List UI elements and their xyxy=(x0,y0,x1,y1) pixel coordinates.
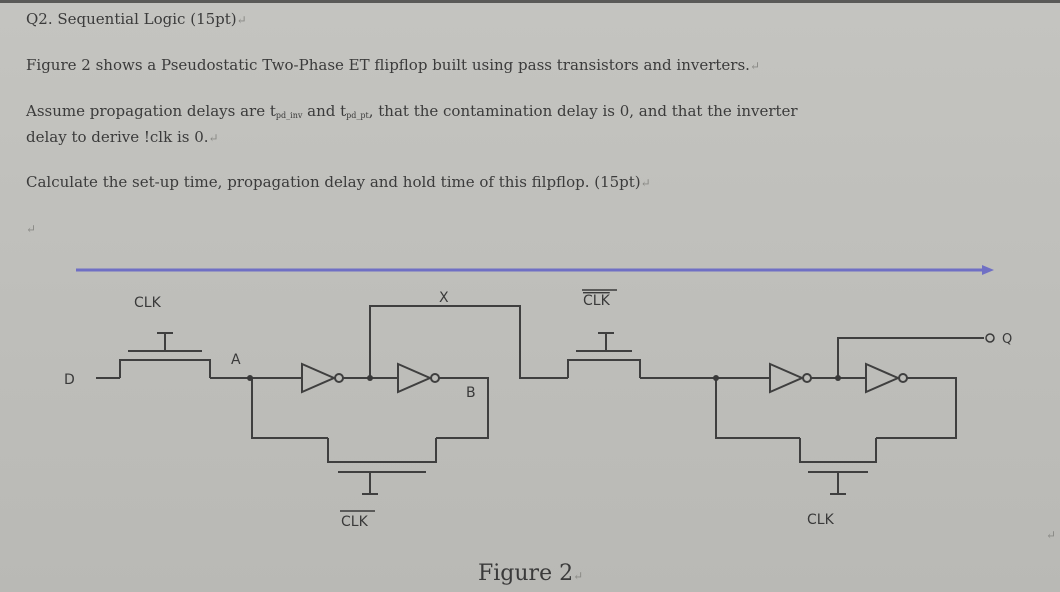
feedback-transistor-1-channel xyxy=(327,438,437,463)
question-line-1-text: Figure 2 shows a Pseudostatic Two-Phase … xyxy=(26,56,750,74)
label-d: D xyxy=(64,372,75,388)
question-line-3-text: delay to derive !clk is 0. xyxy=(26,128,209,146)
wire-feedback-to-stage-2 xyxy=(715,378,800,439)
divider-arrow-head xyxy=(982,265,994,275)
question-line-4-text: Calculate the set-up time, propagation d… xyxy=(26,173,641,191)
question-line-1: Figure 2 shows a Pseudostatic Two-Phase … xyxy=(26,55,760,76)
paragraph-mark: ↵ xyxy=(208,131,219,145)
paragraph-mark: ↵ xyxy=(573,569,584,583)
junction-stage-2 xyxy=(713,375,719,381)
inverter-2 xyxy=(397,362,433,394)
label-clk-bar-bottom-left: CLK xyxy=(341,514,369,530)
junction-q xyxy=(835,375,841,381)
label-clk-bottom-right: CLK xyxy=(807,512,835,528)
question-title-text: Q2. Sequential Logic (15pt) xyxy=(26,10,237,28)
pass-transistor-1-channel xyxy=(119,359,211,378)
wire-node-x xyxy=(369,305,568,379)
label-clk-top-left: CLK xyxy=(134,295,162,311)
wire-node-b-feedback xyxy=(436,377,489,439)
junction-node-a xyxy=(247,375,253,381)
label-a: A xyxy=(231,352,241,368)
paragraph-mark: ↵ xyxy=(640,176,651,190)
wire-feedback-to-a xyxy=(251,378,328,439)
inverter-4 xyxy=(865,362,901,394)
line-2-part-c: , that the contamination delay is 0, and… xyxy=(368,102,798,120)
q-terminal xyxy=(985,333,995,343)
question-line-2: Assume propagation delays are tpd_inv an… xyxy=(26,101,798,126)
flipflop-circuit-diagram: D A B X Q CLK CLK CLK CLK xyxy=(64,265,1012,530)
tpd-pt-subscript: pd_pt xyxy=(346,111,369,120)
label-q: Q xyxy=(1002,332,1012,347)
figure-caption: Figure 2↵ xyxy=(478,561,583,586)
pass-transistor-2-channel xyxy=(567,359,641,378)
junction-node-x xyxy=(367,375,373,381)
question-line-4: Calculate the set-up time, propagation d… xyxy=(26,172,651,193)
wire-q-output xyxy=(837,337,984,378)
label-clk-bar-top-right: CLK xyxy=(583,293,611,309)
tpd-inv-subscript: pd_inv xyxy=(275,111,303,120)
paragraph-mark: ↵ xyxy=(236,13,247,27)
empty-paragraph: ↵ xyxy=(26,218,36,239)
top-border xyxy=(0,0,1060,3)
question-title: Q2. Sequential Logic (15pt)↵ xyxy=(26,9,247,30)
line-2-part-b: and t xyxy=(302,102,347,120)
label-b: B xyxy=(466,385,476,401)
paragraph-mark: ↵ xyxy=(749,59,760,73)
paragraph-mark: ↵ xyxy=(26,222,37,236)
figure-caption-text: Figure 2 xyxy=(478,561,574,586)
line-2-part-a: Assume propagation delays are t xyxy=(26,102,276,120)
label-x: X xyxy=(439,290,449,306)
question-line-3: delay to derive !clk is 0.↵ xyxy=(26,127,219,148)
paragraph-mark: ↵ xyxy=(1046,528,1057,542)
inverter-1 xyxy=(301,362,337,394)
margin-paragraph-mark: ↵ xyxy=(1046,528,1056,542)
inverter-3 xyxy=(769,362,805,394)
wire-stage-2-feedback xyxy=(876,377,957,439)
feedback-transistor-2-channel xyxy=(799,438,877,463)
